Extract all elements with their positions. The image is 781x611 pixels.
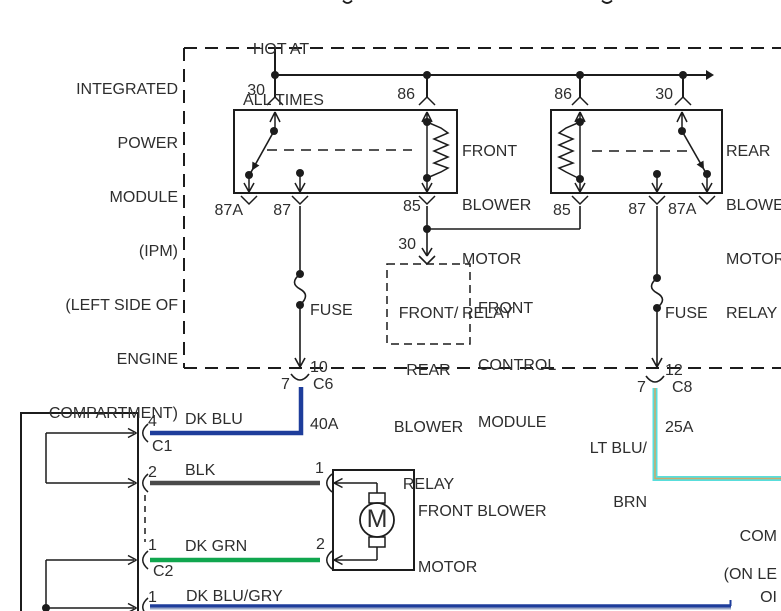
pin-86-left-label: 86 [397,86,415,103]
hot-at-all-times-label: HOT AT ALL TIMES [243,41,324,109]
dk-blu-gry-wire-label: DK BLU/GRY [186,588,283,605]
left-module-box [20,412,149,611]
pin-4-label: 4 [148,413,157,430]
c8-connector-label: C8 [672,379,693,396]
rear-relay-coil [557,121,581,180]
front-blower-motor-label: FRONT BLOWER MOTOR (RIGHT SIDE OF DASH, … [418,503,547,576]
fuse-12-symbol [650,277,664,368]
c1-connector-label: C1 [152,438,173,455]
dk-blu-wire-label: DK BLU [185,411,243,428]
power-bus [274,48,706,97]
front-relay-switch-blade [249,130,275,175]
ipm-label: INTEGRATED POWER MODULE (IPM) (LEFT SIDE… [48,81,178,422]
clipped-title-descenders [342,0,613,4]
c6-pin-number: 7 [281,376,290,393]
front-rear-blower-relay-label: FRONT/ REAR BLOWER RELAY [393,305,464,493]
dk-grn-wire-label: DK GRN [185,538,248,555]
pin-30-left-label: 30 [247,82,265,99]
wire-dk-blu-gry [150,600,732,610]
pin-30-right-label: 30 [655,86,673,103]
rear-relay-switch-blade [681,130,707,174]
bus-arrowhead-icon [706,70,714,80]
rear-blower-relay-label: REAR BLOWER MOTOR RELAY [726,143,781,322]
front-blower-relay-box [233,109,458,194]
front-rear-blower-relay-dashed-box [386,263,471,345]
pin-85-left-label: 85 [403,198,421,215]
motor-circle-icon [359,502,395,538]
pin-87-left-label: 87 [273,202,291,219]
motor-m-symbol: M [366,505,388,533]
fuse-12-label: FUSE 12 25A [665,305,708,436]
junction-dots [42,71,711,611]
pin-2-label: 2 [148,464,157,481]
relay-bottom-pin-exits [240,173,716,206]
pin-87-right-label: 87 [628,201,646,218]
clipped-text-oi: OI [760,589,777,606]
front-control-module-label: FRONT CONTROL MODULE [478,300,557,431]
motor-pin-2-label: 2 [316,536,325,553]
front-blower-motor-box [326,469,415,571]
pin-1-grn-label: 1 [148,537,157,554]
c6-connector-label: C6 [313,376,334,393]
wire-lt-blu-brn [652,388,781,481]
c6-c8-connector-arcs [290,373,665,383]
relay-linkage-dashed [267,149,688,152]
front-blower-relay-label: FRONT BLOWER MOTOR RELAY [462,143,532,322]
lt-blu-brn-wire-label: LT BLU/ BRN [589,440,647,511]
pin-87a-left-label: 87A [214,202,243,219]
blk-wire-label: BLK [185,462,216,479]
pin-1-blugry-label: 1 [148,589,157,606]
front-relay-coil [426,121,450,179]
clipped-text-com: COM [739,528,777,545]
pin-86-right-label: 86 [554,86,572,103]
clipped-text-on-le: (ON LE [723,566,777,583]
fuse-10-label: FUSE 10 40A [310,302,353,433]
wire-dk-blu [150,387,304,436]
c2-connector-label: C2 [153,563,174,580]
relay-output-wires [299,206,658,278]
pin-30-fcm-label: 30 [398,236,416,253]
rear-blower-relay-box [550,109,723,194]
ipm-dashed-border [183,47,781,369]
fuse-10-symbol [293,273,307,368]
pin-87a-right-label: 87A [668,201,697,218]
c8-pin-number: 7 [637,379,646,396]
motor-pin-1-label: 1 [315,460,324,477]
pin-85-right-label: 85 [553,202,571,219]
